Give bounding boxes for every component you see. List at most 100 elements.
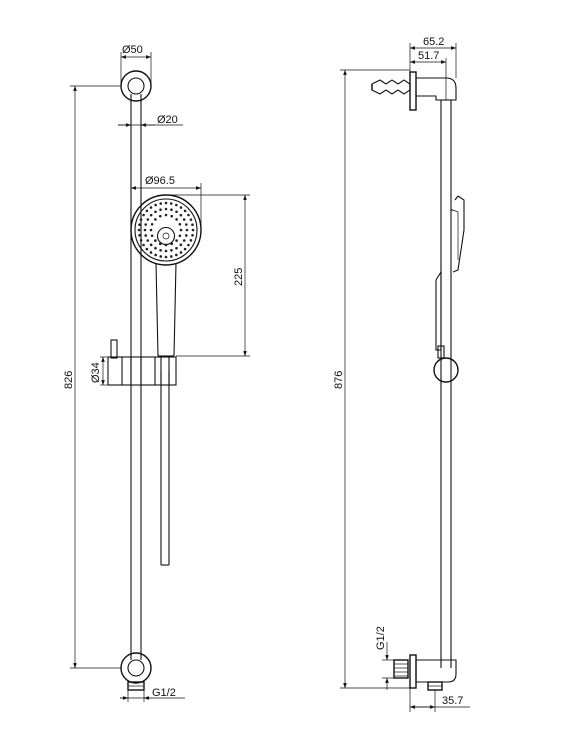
side-view: 65.2 51.7 876 G1/2 35.7	[333, 36, 470, 712]
slide-rail	[130, 94, 142, 660]
nozzle-dot	[138, 233, 141, 237]
dim-bracket-depth-label: 65.2	[423, 36, 444, 48]
nozzle-dot	[178, 234, 182, 238]
nozzle-dot	[182, 218, 186, 221]
nozzle-dot	[149, 228, 153, 232]
nozzle-dot	[164, 249, 168, 253]
nozzle-dot	[179, 228, 183, 232]
nozzle-dot	[158, 214, 162, 218]
dim-rail-dia-label: Ø20	[157, 114, 178, 126]
nozzle-dot	[183, 247, 187, 251]
nozzle-dot	[191, 228, 195, 232]
hose-connector-icon	[393, 659, 409, 679]
nozzle-dot	[139, 239, 143, 242]
dim-outlet-thread: G1/2	[120, 687, 185, 702]
nozzle-dot	[159, 255, 163, 258]
dim-rail-offset: 51.7	[410, 50, 447, 100]
nozzle-dot	[175, 203, 178, 207]
nozzle-dot	[150, 234, 154, 238]
dim-overall-height-side-label: 876	[333, 371, 345, 389]
nozzle-dot	[154, 203, 157, 207]
nozzle-dot	[164, 213, 168, 217]
nozzle-dot	[175, 246, 178, 250]
nozzle-dot	[154, 218, 157, 221]
nozzle-dot	[145, 209, 149, 213]
nozzle-dot	[154, 253, 157, 257]
side-top-bracket	[371, 71, 457, 111]
nozzle-dot	[146, 218, 150, 221]
nozzle-dot	[164, 201, 168, 205]
nozzle-dot	[139, 218, 143, 221]
dim-slider-dia: Ø34	[90, 356, 108, 386]
dim-overall-height-front: 826	[63, 85, 121, 669]
nozzle-dot	[179, 206, 183, 209]
nozzle-dot	[169, 255, 173, 258]
dim-bracket-depth: 65.2	[409, 36, 457, 78]
side-rail	[440, 100, 452, 668]
nozzle-dot	[191, 223, 194, 227]
nozzle-dot	[137, 228, 141, 232]
nozzle-dot	[164, 207, 168, 211]
dim-handset-height-label: 225	[233, 268, 245, 286]
spray-nozzles	[137, 201, 195, 259]
nozzle-dot	[179, 243, 183, 247]
nozzle-dot	[178, 222, 182, 226]
nozzle-dot	[154, 239, 157, 242]
nozzle-dot	[169, 202, 173, 205]
nozzle-dot	[144, 223, 148, 226]
dim-overall-height-front-label: 826	[63, 371, 75, 389]
top-wall-bracket	[120, 70, 152, 102]
dim-outlet-offset: 35.7	[409, 688, 470, 712]
nozzle-dot	[149, 206, 153, 209]
nozzle-dot	[175, 239, 178, 242]
nozzle-dot	[170, 208, 173, 212]
dim-overall-height-side: 876	[333, 69, 410, 689]
shower-hose	[160, 372, 170, 566]
dim-rail-dia: Ø20	[118, 114, 183, 127]
side-bottom-bracket	[393, 654, 457, 691]
dim-slider-dia-label: Ø34	[90, 362, 102, 383]
dim-handset-dia-label: Ø96.5	[145, 175, 175, 187]
nozzle-dot	[149, 251, 153, 254]
nozzle-dot	[182, 239, 186, 242]
nozzle-dot	[170, 248, 173, 252]
nozzle-dot	[146, 239, 150, 242]
slider-holder	[107, 339, 177, 386]
dim-outlet-offset-label: 35.7	[442, 695, 463, 707]
nozzle-dot	[170, 214, 174, 218]
nozzle-dot	[191, 233, 194, 237]
nozzle-dot	[159, 202, 163, 205]
dim-bracket-dia-label: Ø50	[122, 44, 143, 56]
nozzle-dot	[187, 213, 190, 217]
nozzle-dot	[183, 209, 187, 213]
nozzle-dot	[175, 253, 178, 257]
nozzle-dot	[175, 218, 178, 221]
dim-outlet-thread-label: G1/2	[152, 687, 176, 699]
front-view: Ø50 Ø20 Ø96.5 225 Ø34	[63, 44, 250, 702]
nozzle-dot	[187, 243, 190, 247]
handset-handle	[155, 262, 177, 357]
dim-inlet-thread: G1/2	[375, 626, 394, 690]
dim-bracket-dia: Ø50	[120, 44, 152, 86]
nozzle-dot	[189, 218, 193, 221]
dim-inlet-thread-label: G1/2	[375, 626, 387, 650]
nozzle-dot	[145, 247, 149, 251]
nozzle-dot	[154, 210, 157, 214]
nozzle-dot	[164, 255, 168, 259]
nozzle-dot	[184, 234, 188, 237]
dim-rail-offset-label: 51.7	[418, 50, 439, 62]
nozzle-dot	[154, 246, 157, 250]
bottom-wall-bracket	[120, 652, 152, 691]
nozzle-dot	[138, 223, 141, 227]
nozzle-dot	[149, 213, 153, 217]
nozzle-dot	[179, 251, 183, 254]
nozzle-dot	[142, 213, 145, 217]
nozzle-dot	[179, 213, 183, 217]
nozzle-dot	[144, 234, 148, 237]
nozzle-dot	[175, 210, 178, 214]
nozzle-dot	[143, 228, 147, 232]
nozzle-dot	[150, 222, 154, 226]
dim-handset-dia: Ø96.5	[130, 175, 202, 230]
side-slider	[433, 345, 459, 383]
